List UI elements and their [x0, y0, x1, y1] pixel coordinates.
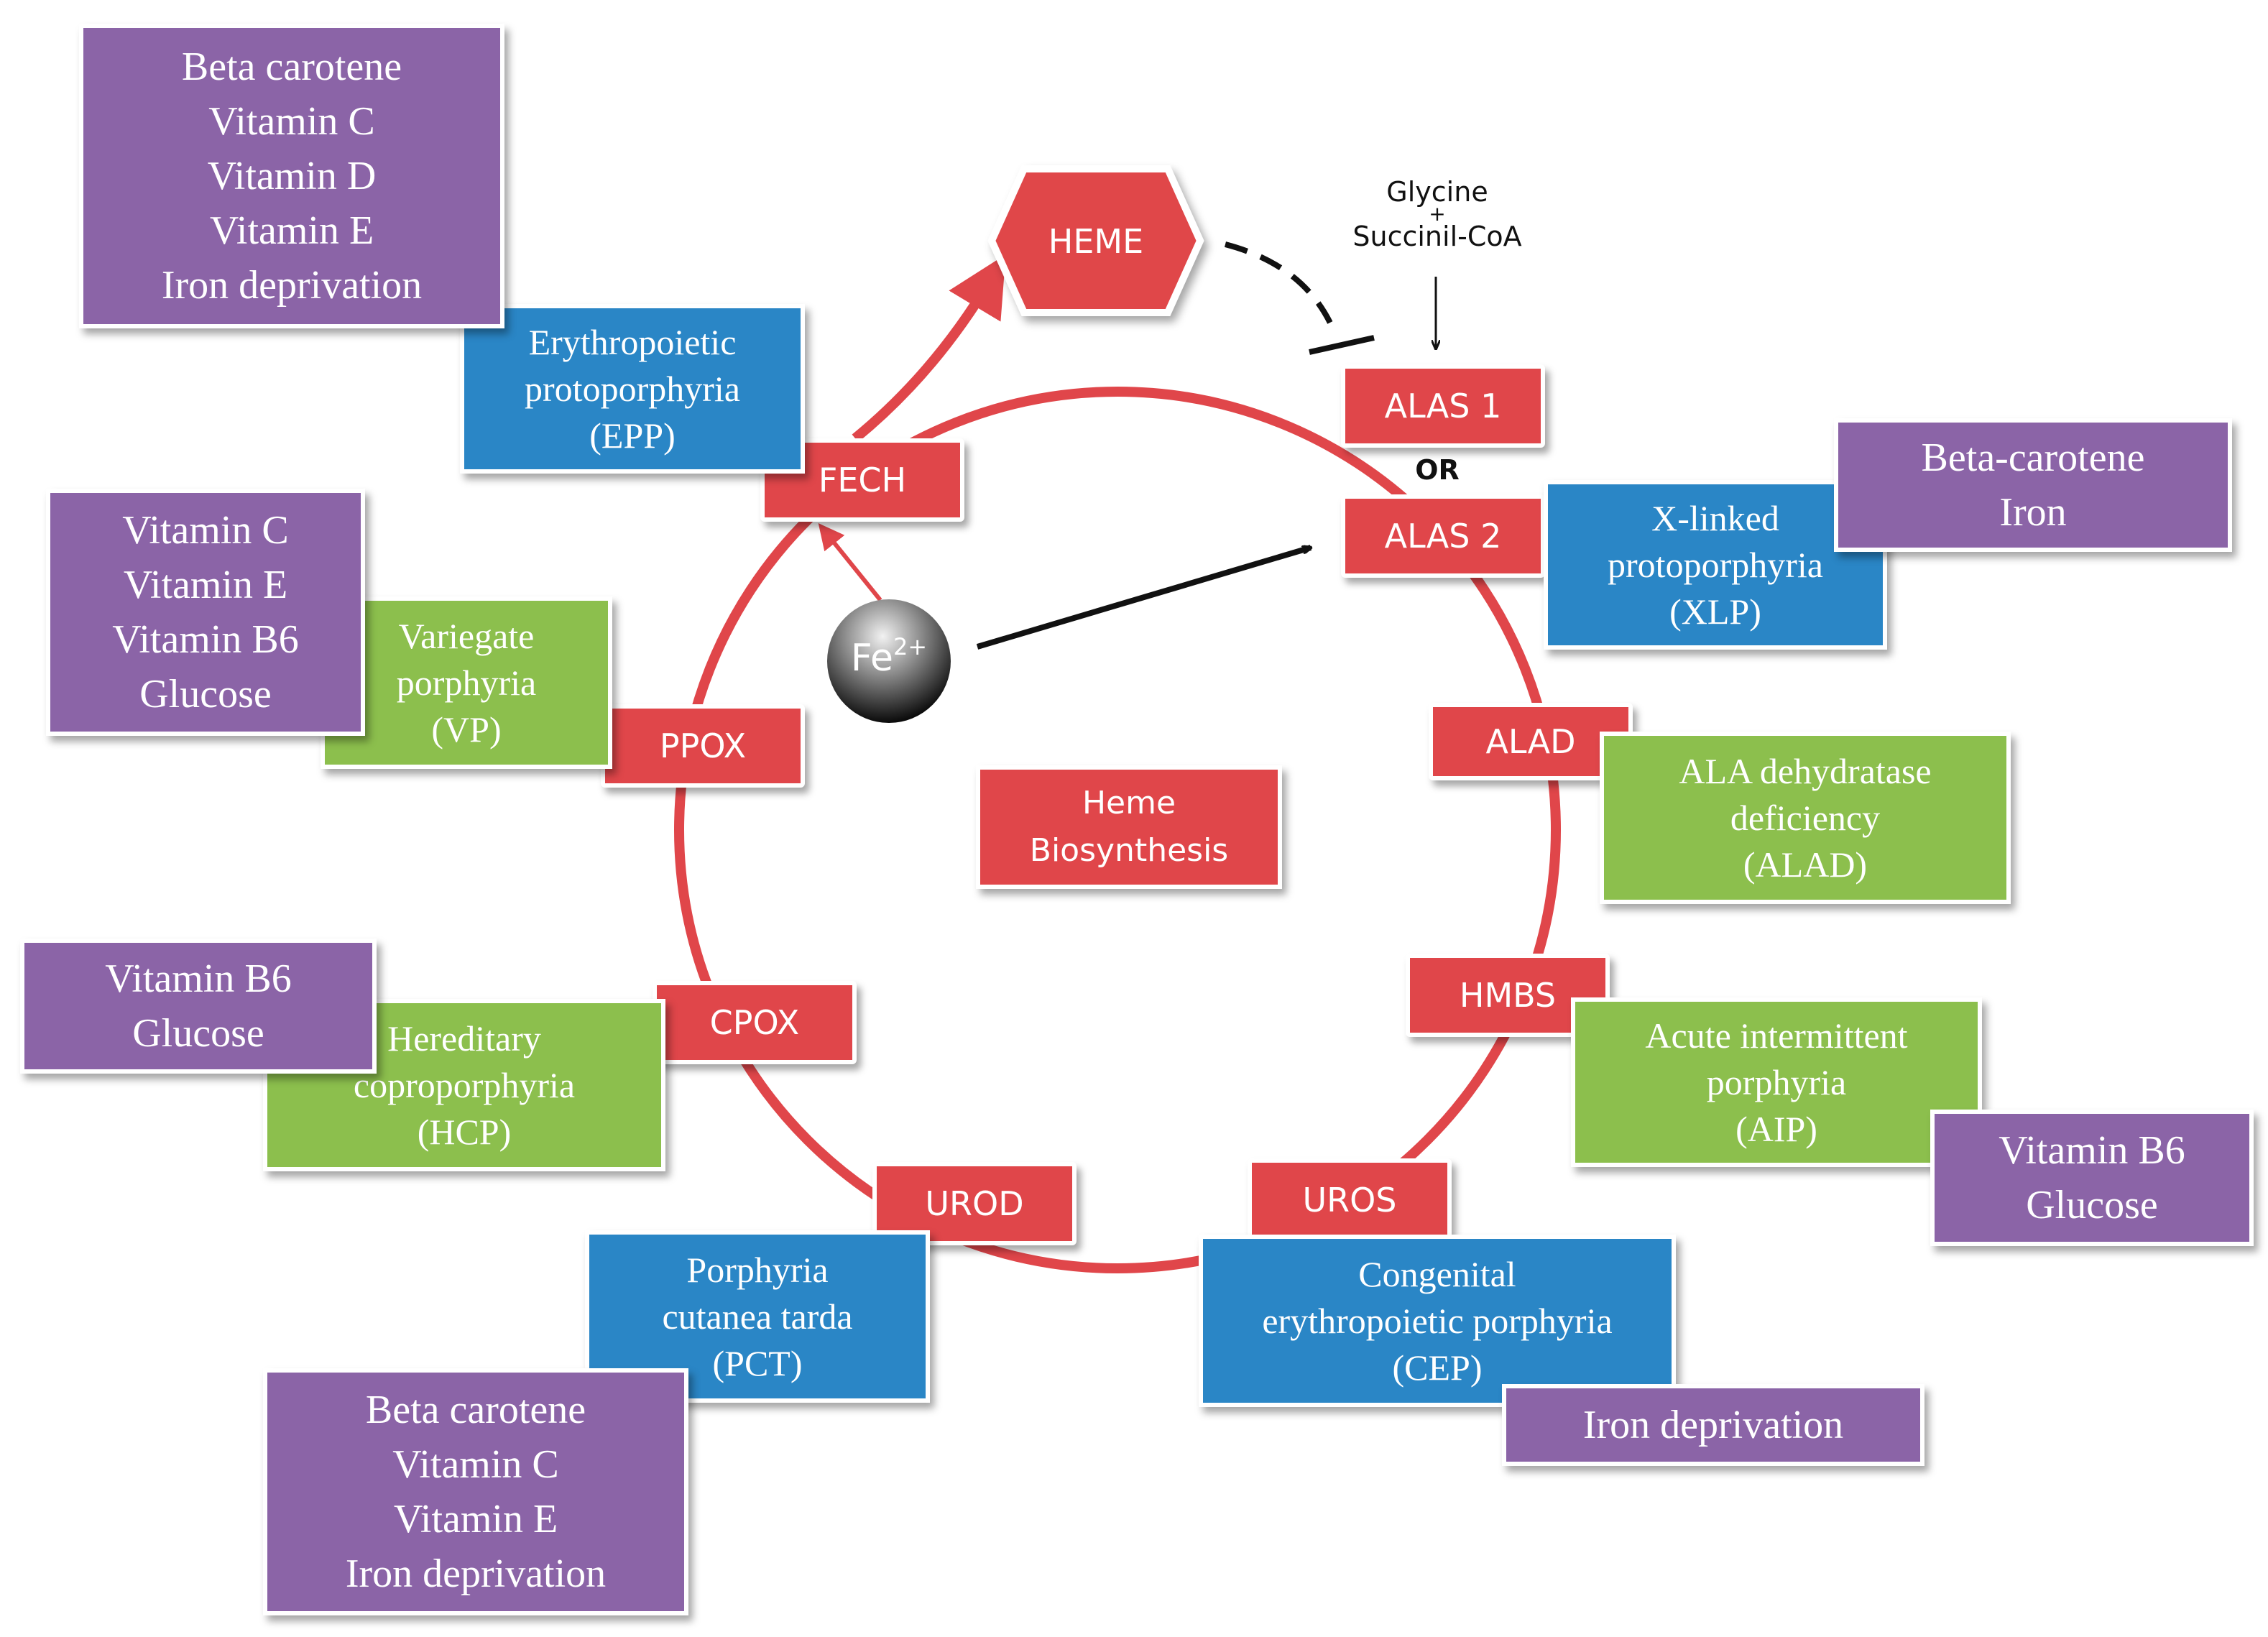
modifiers-hcp-line-2: Glucose: [132, 1011, 264, 1056]
modifiers-hcp: Vitamin B6 Glucose: [20, 939, 377, 1074]
disease-cep-line-2: erythropoietic porphyria: [1262, 1300, 1613, 1341]
iron-label: Fe2+: [851, 633, 927, 680]
modifiers-xlp: Beta-carotene Iron: [1834, 418, 2232, 552]
modifiers-epp-line-1: Beta carotene: [181, 45, 402, 89]
disease-alad-line-2: deficiency: [1730, 797, 1881, 838]
iron-charge: 2+: [893, 633, 927, 660]
center-line-2: Biosynthesis: [1029, 832, 1229, 869]
disease-pct-line-1: Porphyria: [686, 1249, 829, 1290]
modifiers-vp-line-2: Vitamin E: [123, 563, 288, 607]
enzyme-alas1: ALAS 1: [1341, 364, 1545, 448]
center-line-1: Heme: [1082, 785, 1176, 821]
disease-vp-line-2: porphyria: [396, 662, 537, 703]
heme-biosynthesis-center: Heme Biosynthesis: [976, 765, 1282, 889]
modifiers-epp-line-5: Iron deprivation: [161, 263, 423, 308]
inhibition-bar: [1309, 335, 1375, 355]
disease-xlp-line-2: protoporphyria: [1608, 544, 1823, 585]
enzyme-ppox: PPOX: [601, 704, 805, 788]
substrate-succinyl-coa: Succinil-CoA: [1352, 221, 1522, 252]
modifiers-vp-line-3: Vitamin B6: [112, 617, 299, 662]
modifiers-xlp-line-1: Beta-carotene: [1921, 435, 2145, 480]
modifiers-aip-line-1: Vitamin B6: [1999, 1128, 2185, 1173]
disease-hcp-line-2: coproporphyria: [353, 1064, 576, 1105]
substrate-label: Glycine + Succinil-CoA: [1337, 178, 1538, 250]
modifiers-aip: Vitamin B6 Glucose: [1930, 1110, 2254, 1246]
iron-symbol: Fe: [851, 637, 893, 680]
enzyme-alas2: ALAS 2: [1341, 494, 1545, 578]
or-label: OR: [1415, 454, 1460, 486]
disease-xlp-line-3: (XLP): [1669, 591, 1761, 632]
disease-epp-line-1: Erythropoietic: [528, 321, 737, 362]
modifiers-aip-line-2: Glucose: [2026, 1183, 2158, 1227]
substrate-glycine: Glycine: [1386, 176, 1488, 208]
modifiers-cep: Iron deprivation: [1502, 1384, 1924, 1466]
modifiers-pct: Beta carotene Vitamin C Vitamin E Iron d…: [263, 1368, 688, 1615]
disease-hcp-line-3: (HCP): [417, 1111, 512, 1152]
disease-pct-line-3: (PCT): [712, 1342, 803, 1383]
fech-to-heme-arrow: [852, 254, 1006, 443]
iron-sphere: [827, 599, 951, 723]
modifiers-xlp-line-2: Iron: [1999, 490, 2067, 535]
disease-epp-line-2: protoporphyria: [525, 368, 740, 409]
heme-label: HEME: [1048, 222, 1143, 261]
modifiers-epp-line-4: Vitamin E: [209, 208, 374, 253]
enzyme-uros: UROS: [1248, 1158, 1452, 1242]
heme-hexagon: [987, 165, 1204, 316]
disease-vp: Variegate porphyria (VP): [321, 596, 612, 769]
disease-alad: ALA dehydratase deficiency (ALAD): [1600, 732, 2011, 904]
disease-hcp-line-1: Hereditary: [387, 1018, 541, 1059]
disease-pct-line-2: cutanea tarda: [662, 1296, 853, 1337]
disease-vp-line-3: (VP): [431, 709, 502, 750]
modifiers-vp-line-4: Glucose: [139, 672, 272, 716]
disease-hcp: Hereditary coproporphyria (HCP): [263, 999, 665, 1171]
modifiers-pct-line-3: Vitamin E: [393, 1497, 558, 1541]
modifiers-cep-line-1: Iron deprivation: [1582, 1403, 1844, 1447]
iron-to-fech-arrow: [818, 522, 882, 601]
enzyme-cpox: CPOX: [653, 981, 857, 1064]
modifiers-hcp-line-1: Vitamin B6: [105, 956, 292, 1001]
disease-alad-line-1: ALA dehydratase: [1679, 750, 1932, 791]
disease-aip-line-1: Acute intermittent: [1645, 1015, 1908, 1056]
modifiers-pct-line-4: Iron deprivation: [345, 1551, 607, 1596]
heme-feedback-inhibition: [1224, 241, 1338, 336]
disease-epp: Erythropoietic protoporphyria (EPP): [460, 304, 805, 474]
modifiers-epp-line-3: Vitamin D: [207, 154, 377, 198]
disease-cep-line-3: (CEP): [1392, 1347, 1483, 1388]
disease-xlp: X-linked protoporphyria (XLP): [1544, 480, 1887, 650]
disease-aip-line-2: porphyria: [1706, 1061, 1847, 1102]
disease-alad-line-3: (ALAD): [1743, 844, 1868, 885]
disease-aip-line-3: (AIP): [1735, 1108, 1817, 1149]
modifiers-epp: Beta carotene Vitamin C Vitamin D Vitami…: [79, 24, 504, 328]
disease-aip: Acute intermittent porphyria (AIP): [1571, 997, 1982, 1167]
disease-cep: Congenital erythropoietic porphyria (CEP…: [1199, 1235, 1676, 1407]
modifiers-vp-line-1: Vitamin C: [122, 508, 289, 553]
disease-cep-line-1: Congenital: [1358, 1253, 1516, 1294]
iron-to-alas2-arrow: [976, 545, 1311, 650]
modifiers-epp-line-2: Vitamin C: [208, 99, 375, 144]
disease-vp-line-1: Variegate: [398, 615, 535, 656]
disease-xlp-line-1: X-linked: [1651, 497, 1779, 538]
modifiers-pct-line-2: Vitamin C: [392, 1442, 559, 1487]
disease-epp-line-3: (EPP): [589, 415, 676, 456]
modifiers-vp: Vitamin C Vitamin E Vitamin B6 Glucose: [46, 489, 365, 736]
modifiers-pct-line-1: Beta carotene: [365, 1388, 586, 1432]
substrate-plus: +: [1429, 202, 1446, 226]
cycle-ring: [674, 387, 1561, 1273]
